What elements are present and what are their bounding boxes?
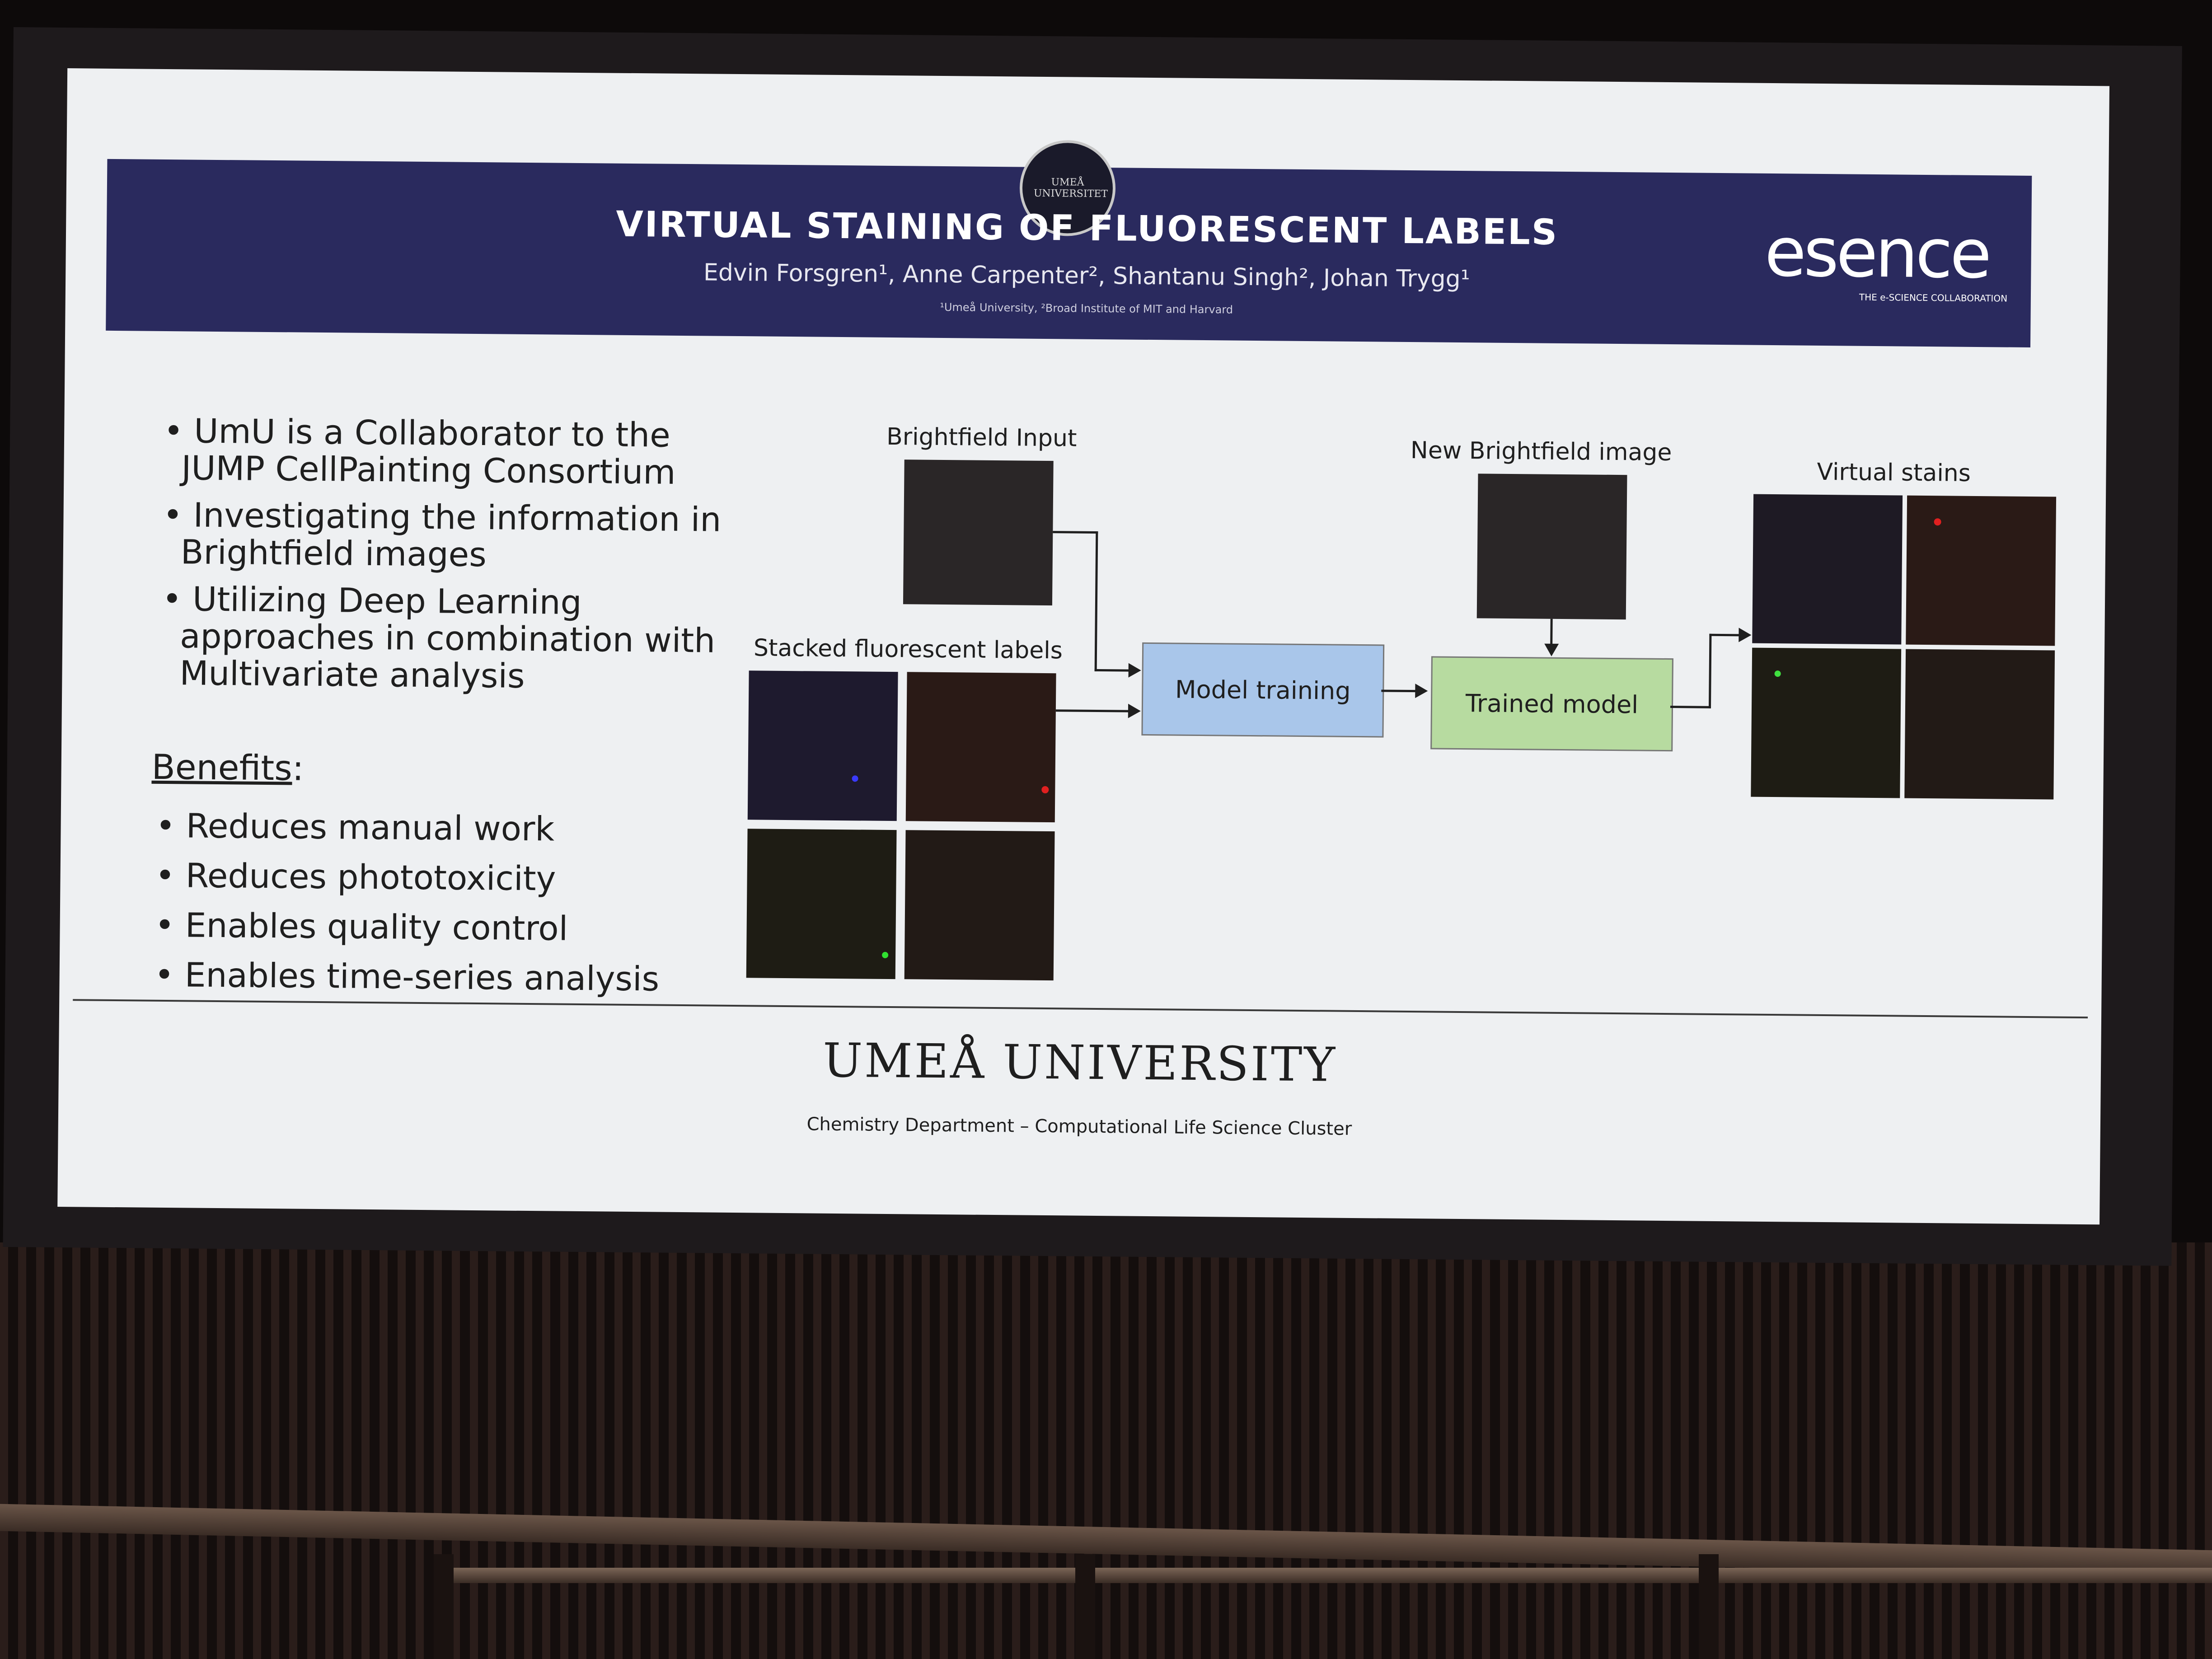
bullet-item: • Investigating the information in Brigh…	[163, 495, 722, 575]
esence-logo-icon: esence	[1764, 213, 1990, 294]
connector-line	[1550, 619, 1553, 646]
footer-university: UMEÅ UNIVERSITY	[822, 1032, 1337, 1092]
connector-line	[1670, 706, 1711, 708]
benefit-item: • Reduces phototoxicity	[155, 856, 556, 899]
fluorescent-tile-dark	[904, 830, 1055, 981]
cell-dot	[1934, 518, 1941, 526]
benefits-list: • Reduces manual work • Reduces phototox…	[150, 801, 661, 1004]
connector-line	[1094, 531, 1098, 671]
logo-subtitle: THE e-SCIENCE COLLABORATION	[1859, 291, 2008, 304]
virtual-stain-tile-red	[1906, 495, 2057, 646]
seal-text: UMEÅ UNIVERSITET	[1033, 177, 1108, 200]
connector-line	[1381, 689, 1418, 693]
virtual-stain-tile-green	[1751, 647, 1902, 798]
railing-bar	[434, 1568, 2212, 1583]
presentation-slide: UMEÅ UNIVERSITET VIRTUAL STAINING OF FLU…	[57, 68, 2110, 1225]
bullet-list: • UmU is a Collaborator to the JUMP Cell…	[152, 412, 742, 707]
arrow-icon	[1739, 628, 1752, 642]
brightfield-input-label: Brightfield Input	[886, 423, 1077, 452]
model-training-box: Model training	[1141, 642, 1385, 738]
trained-model-box: Trained model	[1430, 656, 1673, 752]
cell-dot	[882, 951, 889, 958]
benefit-item: • Reduces manual work	[155, 806, 555, 849]
cell-dot	[1774, 670, 1781, 677]
bullet-item: • UmU is a Collaborator to the JUMP Cell…	[163, 411, 676, 492]
arrow-icon	[1415, 684, 1428, 698]
benefit-item: • Enables quality control	[155, 905, 568, 948]
fluorescent-tile-red	[905, 672, 1056, 823]
stacked-labels-label: Stacked fluorescent labels	[753, 634, 1063, 665]
projection-screen: UMEÅ UNIVERSITET VIRTUAL STAINING OF FLU…	[3, 27, 2182, 1266]
new-brightfield-label: New Brightfield image	[1410, 437, 1672, 467]
railing-post	[434, 1554, 454, 1659]
connector-line	[1094, 669, 1131, 672]
virtual-stains-label: Virtual stains	[1817, 458, 1971, 487]
cell-dot	[1041, 786, 1049, 794]
fluorescent-tile-green	[746, 829, 897, 979]
benefit-item: • Enables time-series analysis	[154, 955, 660, 999]
connector-line	[1709, 633, 1741, 637]
fluorescent-tile-blue	[747, 670, 898, 821]
connector-line	[1053, 531, 1098, 534]
arrow-icon	[1128, 703, 1141, 718]
arrow-icon	[1128, 663, 1141, 678]
cell-dot	[852, 775, 858, 782]
railing-post	[1075, 1554, 1095, 1659]
footer-divider	[73, 999, 2088, 1019]
virtual-stain-tile-dark	[1904, 649, 2055, 800]
connector-line	[1055, 709, 1130, 712]
footer-department: Chemistry Department – Computational Lif…	[806, 1114, 1352, 1139]
wall-panels	[0, 1242, 2212, 1659]
connector-line	[1708, 633, 1712, 708]
railing-post	[1699, 1554, 1719, 1659]
bullet-item: • Utilizing Deep Learning approaches in …	[162, 579, 716, 696]
benefits-heading: Benefits:	[151, 746, 304, 788]
virtual-stain-tile-blue	[1752, 494, 1903, 645]
brightfield-input-image	[903, 459, 1054, 606]
new-brightfield-image	[1476, 473, 1627, 620]
arrow-icon	[1544, 643, 1559, 656]
